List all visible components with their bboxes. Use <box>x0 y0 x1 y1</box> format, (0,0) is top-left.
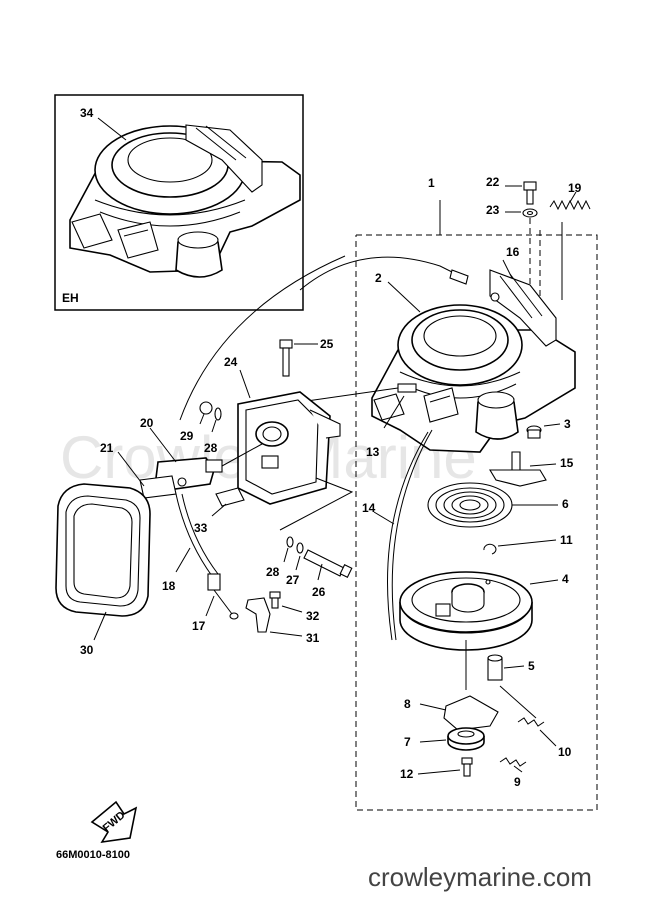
callout-13: 13 <box>366 445 380 459</box>
callout-19: 19 <box>568 181 582 195</box>
callout-29: 29 <box>180 429 194 443</box>
bolt-22: 22 <box>486 175 537 205</box>
washer-28b: 28 <box>266 536 294 579</box>
callout-32: 32 <box>306 609 320 623</box>
inset-eh: EH 34 <box>54 94 304 311</box>
cable-end-17: 17 <box>192 573 239 633</box>
rope-14 <box>391 429 433 641</box>
nut-29: 29 <box>180 401 213 443</box>
callout-30: 30 <box>80 643 94 657</box>
callout-16: 16 <box>506 245 520 259</box>
washer-27: 27 <box>286 542 304 587</box>
callout-23: 23 <box>486 203 500 217</box>
callout-27: 27 <box>286 573 300 587</box>
clip-11: 11 <box>483 533 573 555</box>
inset-tag: EH <box>62 291 79 305</box>
assembly-box: 1 <box>355 176 598 811</box>
callout-5: 5 <box>528 659 535 673</box>
drive-plate-7: 7 <box>404 727 485 751</box>
callout-22: 22 <box>486 175 500 189</box>
callout-9: 9 <box>514 775 521 789</box>
drawing-code: 66M0010-8100 <box>56 849 130 861</box>
plate-8: 8 <box>404 695 499 731</box>
bracket-31: 31 <box>245 597 320 645</box>
site-footer: crowleymarine.com <box>368 862 592 892</box>
callout-8: 8 <box>404 697 411 711</box>
seal-30: 30 <box>55 483 151 657</box>
callout-18: 18 <box>162 579 176 593</box>
bracket-21: 21 <box>100 441 177 499</box>
label-33: 33 <box>194 487 245 535</box>
callout-11: 11 <box>560 533 573 547</box>
spring-9: 9 <box>499 757 527 789</box>
callout-7: 7 <box>404 735 411 749</box>
callout-28a: 28 <box>204 441 218 455</box>
spiral-spring-6: 6 <box>427 482 569 528</box>
washer-23: 23 <box>486 203 538 218</box>
bolt-25: 25 <box>279 337 334 377</box>
bracket-15: 15 <box>489 451 574 487</box>
callout-12: 12 <box>400 767 414 781</box>
callout-6: 6 <box>562 497 569 511</box>
callout-3: 3 <box>564 417 571 431</box>
bolt-12: 12 <box>400 757 473 781</box>
sheave-drum-4: 4 <box>399 571 569 651</box>
choke-cable-18: 18 <box>162 493 219 593</box>
bolt-32: 32 <box>269 591 320 623</box>
callout-34: 34 <box>80 106 94 120</box>
callout-4: 4 <box>562 572 569 586</box>
bolt-26: 26 <box>303 549 353 599</box>
callout-21: 21 <box>100 441 114 455</box>
callout-10: 10 <box>558 745 572 759</box>
callout-17: 17 <box>192 619 206 633</box>
fwd-arrow: FWD <box>90 800 138 844</box>
bolt-3: 3 <box>526 417 571 439</box>
starter-housing-2: 13 2 16 <box>299 245 576 459</box>
callout-28b: 28 <box>266 565 280 579</box>
callout-14: 14 <box>362 501 376 515</box>
spring-10: 10 <box>517 717 572 759</box>
intake-cover-24: 24 <box>224 355 341 505</box>
callout-24: 24 <box>224 355 238 369</box>
pawl-5: 5 <box>487 654 535 681</box>
callout-20: 20 <box>140 416 154 430</box>
spring-19: 19 <box>549 181 591 211</box>
callout-2: 2 <box>375 271 382 285</box>
washer-28a: 28 <box>204 407 222 455</box>
callout-31: 31 <box>306 631 320 645</box>
callout-1: 1 <box>428 176 435 190</box>
callout-33: 33 <box>194 521 208 535</box>
callout-26: 26 <box>312 585 326 599</box>
callout-25: 25 <box>320 337 334 351</box>
callout-15: 15 <box>560 456 574 470</box>
